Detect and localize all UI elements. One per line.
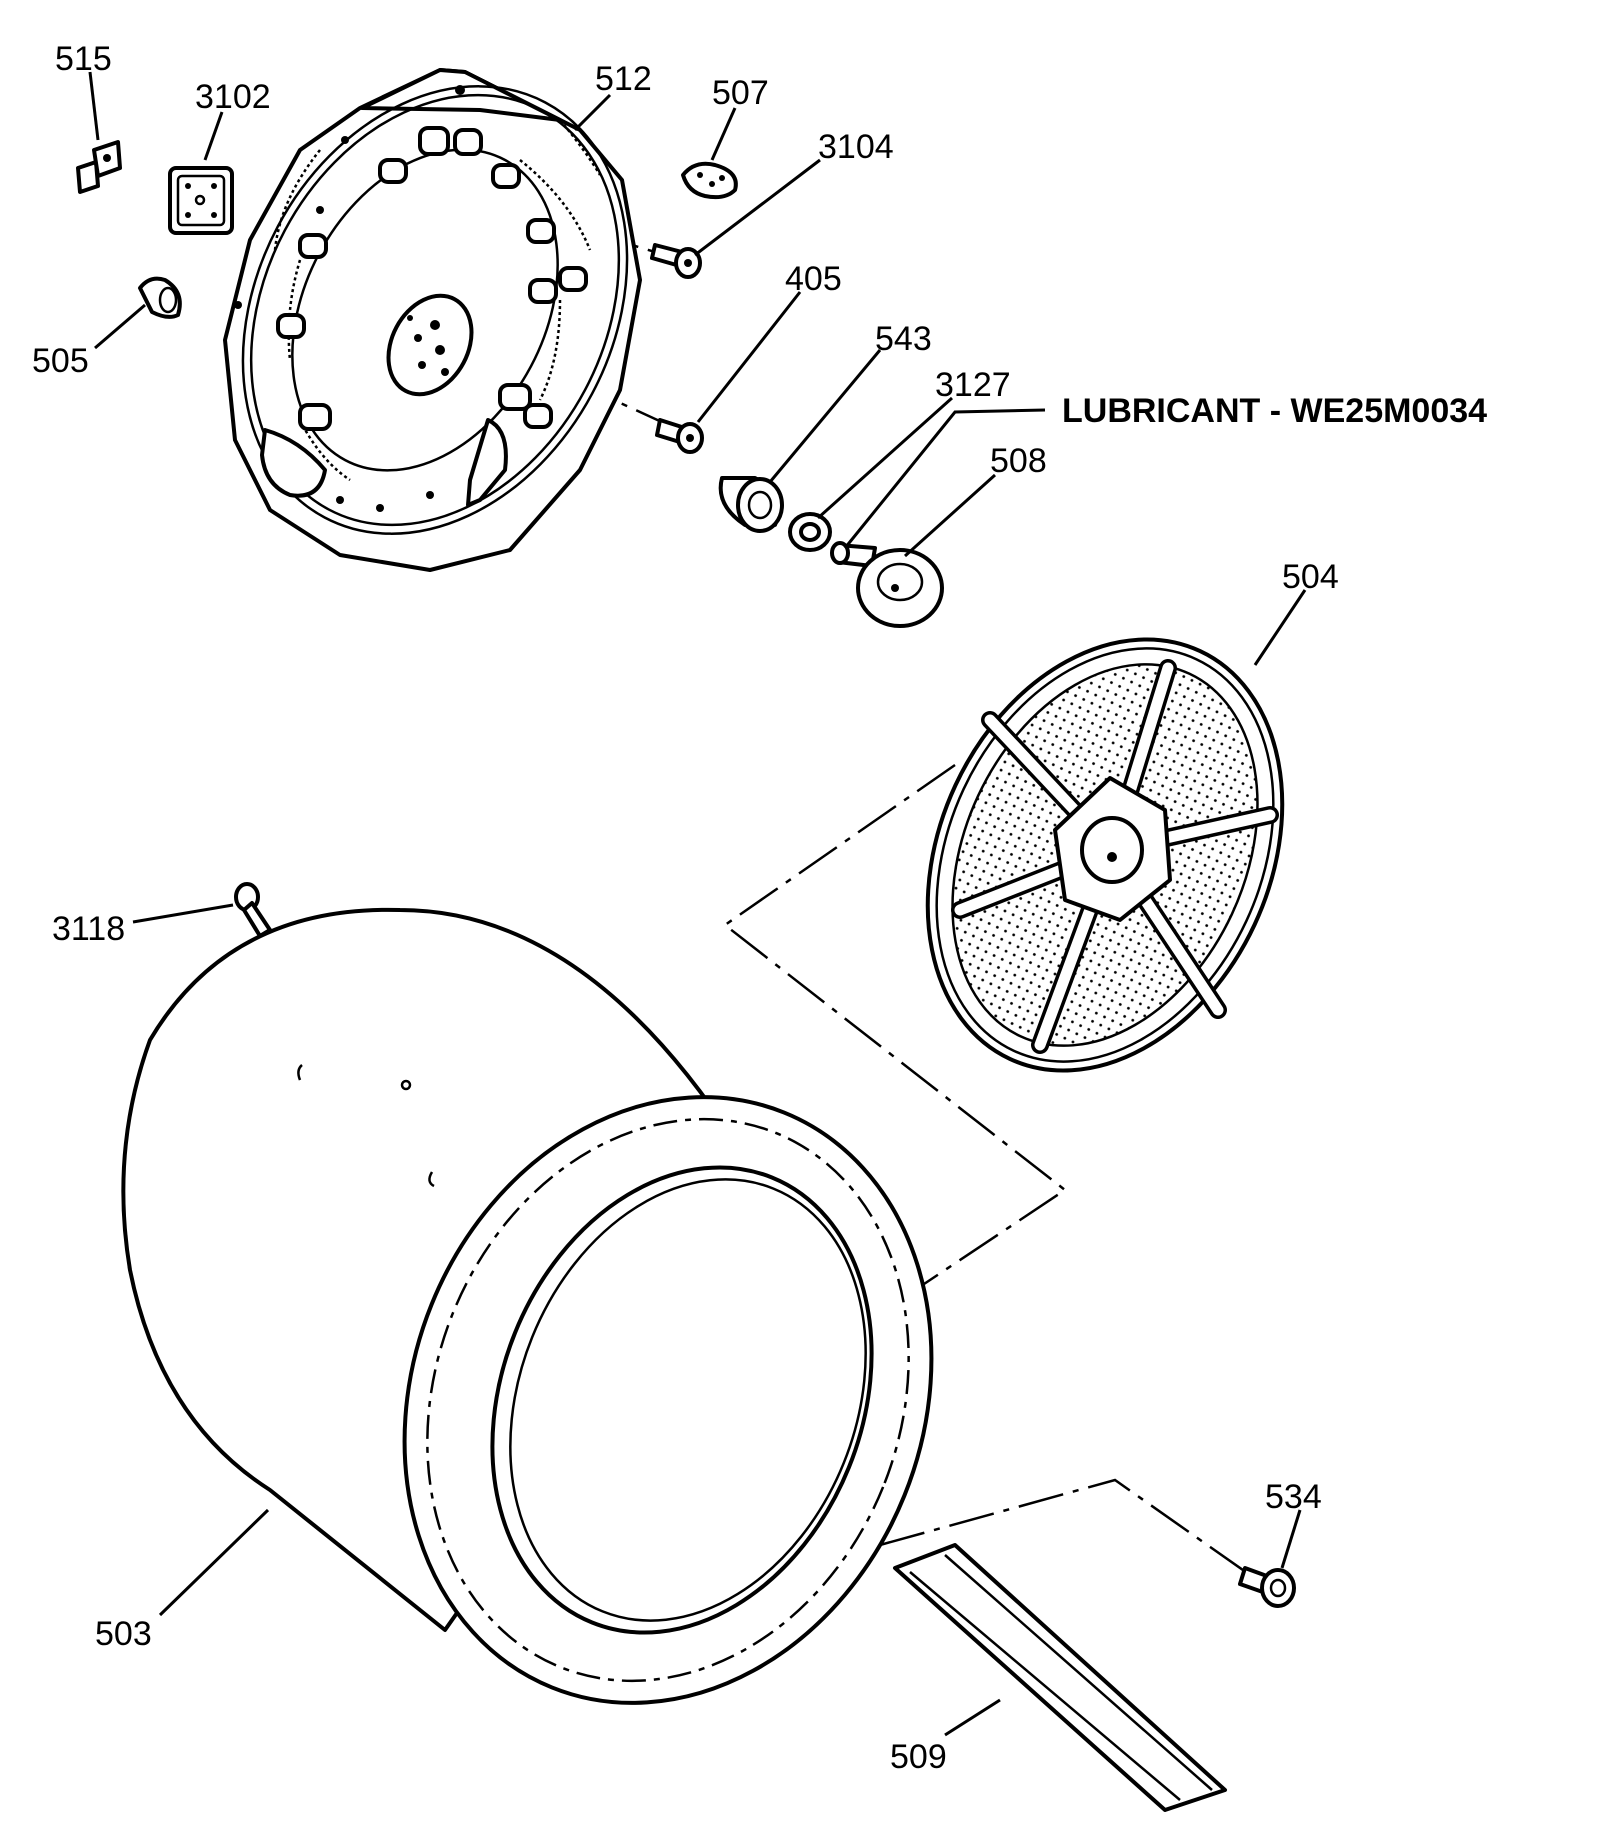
callout-505: 505 <box>32 342 89 380</box>
callout-512: 512 <box>595 60 652 98</box>
callout-3104: 3104 <box>818 128 894 166</box>
part-3127-washer <box>788 512 832 552</box>
part-503-drum <box>121 907 934 1705</box>
callout-3127: 3127 <box>935 366 1011 404</box>
part-507-pad <box>681 161 738 200</box>
part-543-bearing <box>718 476 784 533</box>
part-534-screw <box>1238 1566 1296 1608</box>
part-515-clip <box>76 140 122 194</box>
callout-509: 509 <box>890 1738 947 1776</box>
leader-lines <box>88 71 1307 1737</box>
part-508-shaft <box>830 541 944 628</box>
callout-534: 534 <box>1265 1478 1322 1516</box>
part-3118-screw <box>234 882 272 938</box>
callout-504: 504 <box>1282 558 1339 596</box>
rear-bulkhead-512 <box>223 68 642 572</box>
part-405-screw <box>655 418 704 454</box>
callout-labels: 515 3102 512 507 3104 505 405 543 3127 L… <box>32 40 1487 1776</box>
callout-3118: 3118 <box>52 910 125 948</box>
part-3104-screw <box>650 243 702 279</box>
callout-3102: 3102 <box>195 78 271 116</box>
callout-508: 508 <box>990 442 1047 480</box>
callout-507: 507 <box>712 74 769 112</box>
lubricant-note: LUBRICANT - WE25M0034 <box>1062 392 1487 430</box>
callout-515: 515 <box>55 40 112 78</box>
part-504-perforated-disc <box>925 637 1285 1073</box>
part-505-pad <box>138 276 182 319</box>
callout-543: 543 <box>875 320 932 358</box>
callout-503: 503 <box>95 1615 152 1653</box>
callout-405: 405 <box>785 260 842 298</box>
part-3102-pad <box>168 166 234 235</box>
part-509-baffle <box>893 1543 1227 1812</box>
